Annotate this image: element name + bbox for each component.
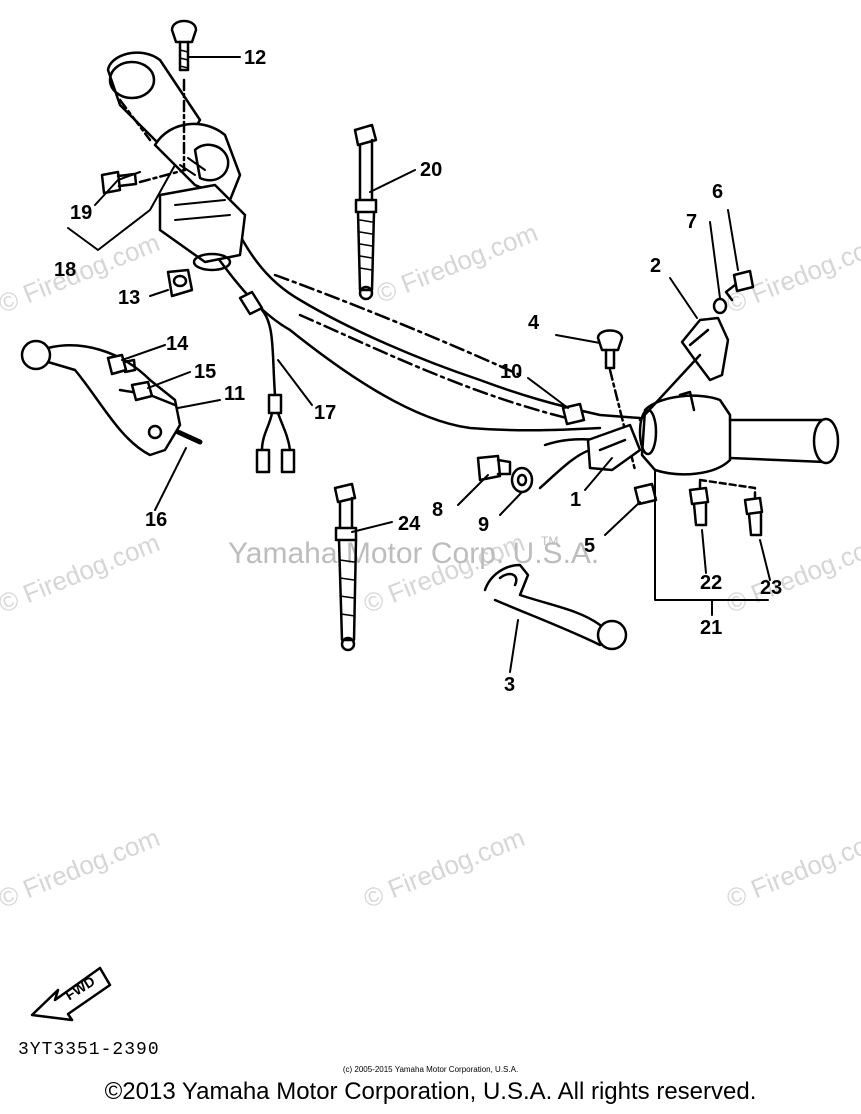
nut-15 <box>130 380 154 402</box>
trademark-mark: TM <box>541 534 559 548</box>
part-label-14: 14 <box>166 333 189 355</box>
screw-16 <box>175 429 203 445</box>
part-label-18: 18 <box>54 259 77 281</box>
cable-tie-20 <box>353 123 378 301</box>
part-label-12: 12 <box>244 47 267 69</box>
part-label-2: 2 <box>650 255 662 277</box>
part-label-4: 4 <box>528 312 540 334</box>
small-copyright: (c) 2005-2015 Yamaha Motor Corporation, … <box>342 1065 519 1074</box>
part-label-20: 20 <box>420 159 443 181</box>
right-switch-housing <box>638 390 732 476</box>
part-label-8: 8 <box>432 499 444 521</box>
part-label-19: 19 <box>70 202 93 224</box>
bolt-14 <box>106 353 137 376</box>
part-label-9: 9 <box>478 514 490 536</box>
cable-tie-24 <box>333 482 358 652</box>
watermark-center: Yamaha Motor Corp. U.S.A. <box>228 537 600 570</box>
part-label-6: 6 <box>712 181 724 203</box>
nut-13 <box>166 268 194 298</box>
copyright-notice: ©2013 Yamaha Motor Corporation, U.S.A. A… <box>104 1078 757 1105</box>
part-label-23: 23 <box>760 577 783 599</box>
part-label-1: 1 <box>570 489 582 511</box>
nut-5 <box>633 482 658 506</box>
part-label-16: 16 <box>145 509 168 531</box>
screw-23 <box>698 478 764 537</box>
diagram-part-number: 3YT3351-2390 <box>18 1040 160 1060</box>
handlebar <box>203 203 642 490</box>
switch-clamp-2 <box>638 316 730 422</box>
screw-19 <box>100 168 187 195</box>
fwd-arrow-icon <box>30 966 112 1022</box>
washer-7 <box>712 297 728 315</box>
part-label-11: 11 <box>224 383 246 405</box>
switch-wire-leads <box>238 290 296 474</box>
brake-bracket-1 <box>586 423 642 472</box>
part-label-24: 24 <box>398 513 421 535</box>
part-label-7: 7 <box>686 211 698 233</box>
part-label-17: 17 <box>314 402 337 424</box>
part-label-10: 10 <box>500 361 523 383</box>
screw-6 <box>724 269 755 302</box>
part-label-22: 22 <box>700 572 723 594</box>
bolt-12 <box>170 19 198 172</box>
part-label-21: 21 <box>700 617 723 639</box>
pivot-bolt-8 <box>476 454 512 482</box>
left-switch-assembly <box>153 122 247 272</box>
clutch-lever <box>20 339 182 457</box>
screw-22 <box>688 476 710 527</box>
part-label-15: 15 <box>194 361 217 383</box>
right-grip <box>728 417 840 465</box>
leader-lines <box>67 56 771 673</box>
nut-10 <box>561 402 586 426</box>
washer-9 <box>510 466 534 494</box>
part-label-3: 3 <box>504 674 516 696</box>
part-label-5: 5 <box>584 535 596 557</box>
front-brake-lever <box>483 563 628 651</box>
part-label-13: 13 <box>118 287 141 309</box>
